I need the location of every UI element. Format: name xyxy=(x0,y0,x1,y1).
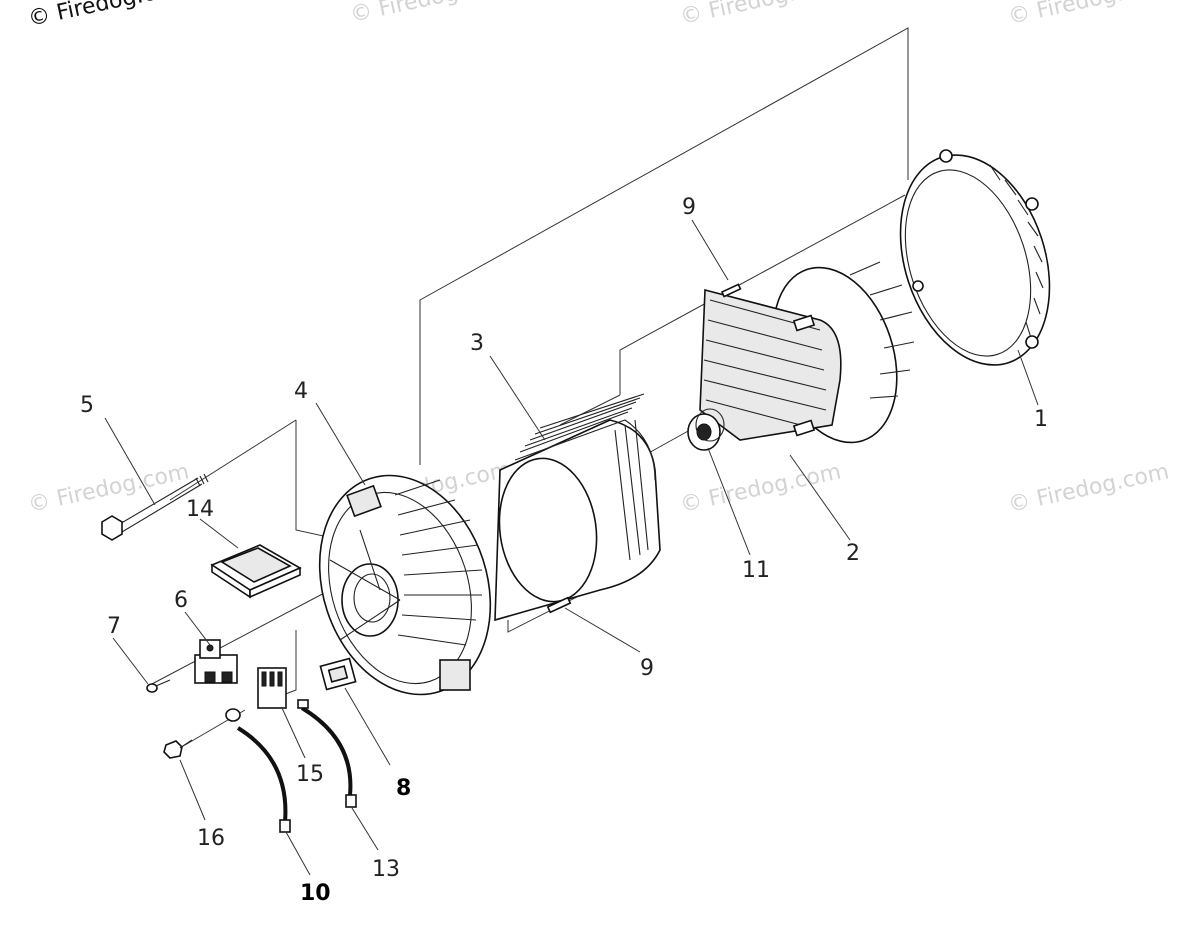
part-5-bolt xyxy=(101,473,209,541)
callout-3: 3 xyxy=(470,331,484,356)
part-14-board xyxy=(210,544,302,599)
callout-13: 13 xyxy=(372,857,400,882)
part-6-brush-holder xyxy=(194,639,238,684)
callout-11: 11 xyxy=(742,558,770,583)
callout-1: 1 xyxy=(1034,407,1048,432)
callout-8: 8 xyxy=(396,776,411,801)
watermark-top-right: © Firedog. xyxy=(1006,0,1125,30)
part-13-wire xyxy=(297,699,357,808)
part-3-stator xyxy=(494,393,661,622)
leader-lines xyxy=(104,219,1039,876)
callout-15: 15 xyxy=(296,762,324,787)
callouts: 1 2 3 4 5 6 7 8 9 9 10 11 13 14 15 16 xyxy=(80,195,1048,906)
callout-7: 7 xyxy=(107,614,121,639)
part-1-end-bell xyxy=(899,149,1051,366)
part-15-terminal xyxy=(257,667,287,709)
callout-10: 10 xyxy=(300,881,331,906)
part-2-rotor xyxy=(699,261,915,444)
watermark-top-center-right: © Firedog. xyxy=(678,0,797,30)
watermark-top-center-left: © Firedog. xyxy=(348,0,467,28)
part-7-screw xyxy=(146,679,171,693)
callout-6: 6 xyxy=(174,588,188,613)
callout-5: 5 xyxy=(80,393,94,418)
watermark-mid-center-right: © Firedog.com xyxy=(678,459,843,517)
part-11-bearing xyxy=(687,408,725,451)
watermark-mid-left: © Firedog.com xyxy=(26,459,191,517)
callout-16: 16 xyxy=(197,826,225,851)
part-9-pins xyxy=(546,283,742,614)
callout-4: 4 xyxy=(294,379,308,404)
callout-2: 2 xyxy=(846,541,860,566)
watermark-mid-right: © Firedog.com xyxy=(1006,459,1171,517)
part-4-front-housing xyxy=(318,474,492,696)
callout-9-top: 9 xyxy=(682,195,696,220)
watermark-top-left: © Firedog.c xyxy=(26,0,157,32)
part-8-brush xyxy=(319,657,357,691)
callout-9-bottom: 9 xyxy=(640,656,654,681)
callout-14: 14 xyxy=(186,497,214,522)
assembly-lines xyxy=(149,27,909,746)
part-10-wire xyxy=(225,708,291,833)
part-16-bolt xyxy=(163,739,193,759)
